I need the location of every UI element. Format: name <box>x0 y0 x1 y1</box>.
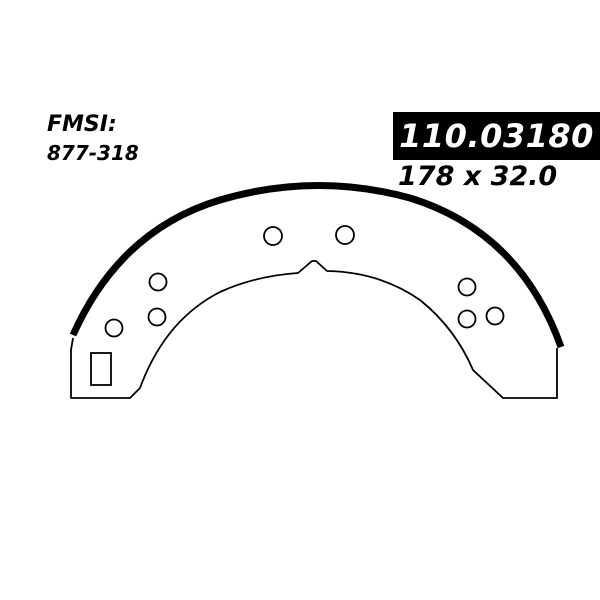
rivet-hole <box>457 309 477 329</box>
brake-lining <box>69 182 565 349</box>
rivet-hole <box>104 318 124 338</box>
rivet-hole <box>263 226 283 246</box>
rivet-hole <box>457 277 477 297</box>
part-number-box: 110.03180 <box>393 112 600 160</box>
rivet-hole <box>335 225 355 245</box>
dimensions: 178 x 32.0 <box>398 161 558 192</box>
rivet-hole <box>148 272 168 292</box>
rivet-hole <box>147 307 167 327</box>
part-number: 110.03180 <box>399 117 594 155</box>
rivet-hole <box>485 306 505 326</box>
fmsi-label: FMSI: <box>47 112 117 137</box>
shoe-plate-outline <box>70 260 558 399</box>
fmsi-number: 877-318 <box>47 141 139 165</box>
slot <box>90 352 112 386</box>
